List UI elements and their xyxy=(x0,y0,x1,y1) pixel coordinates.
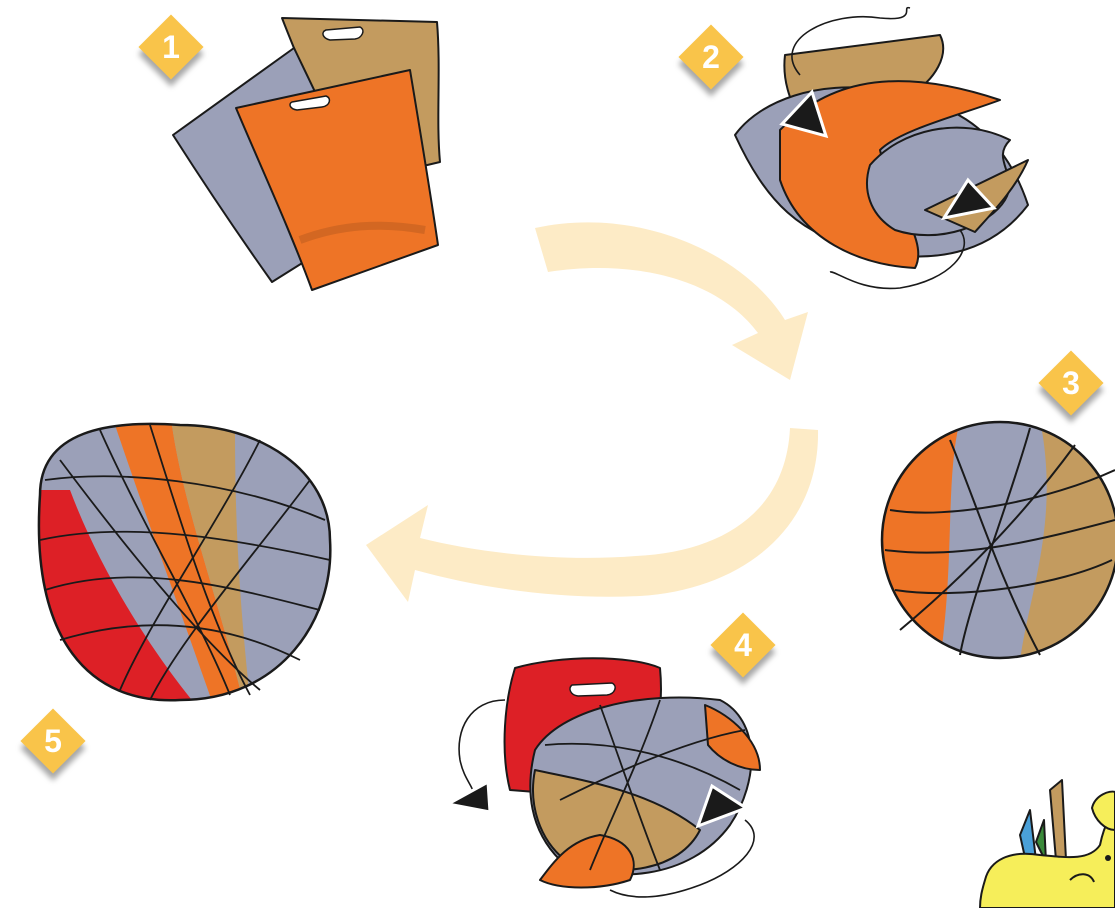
step-3-badge: 3 xyxy=(1038,350,1104,416)
process-arrow xyxy=(366,222,819,602)
ball-three-colors-illustration xyxy=(880,420,1115,660)
kettle-mascot-illustration xyxy=(979,779,1115,908)
step-1-badge: 1 xyxy=(138,14,204,80)
step-number: 3 xyxy=(1062,365,1080,401)
step-number: 4 xyxy=(734,627,752,663)
step-5-badge: 5 xyxy=(20,708,86,774)
finished-ball-illustration xyxy=(37,422,332,702)
step-number: 5 xyxy=(44,723,62,759)
step-2-badge: 2 xyxy=(678,24,744,90)
twist-arrow-icon xyxy=(443,779,750,829)
wrapping-ball-illustration xyxy=(458,657,761,898)
step-number: 2 xyxy=(702,39,720,75)
step-4-badge: 4 xyxy=(710,612,776,678)
crumpled-bags-illustration xyxy=(734,6,1029,290)
flat-bags-illustration xyxy=(172,17,441,291)
twist-arrow-icon xyxy=(779,89,997,221)
step-number: 1 xyxy=(162,29,180,65)
